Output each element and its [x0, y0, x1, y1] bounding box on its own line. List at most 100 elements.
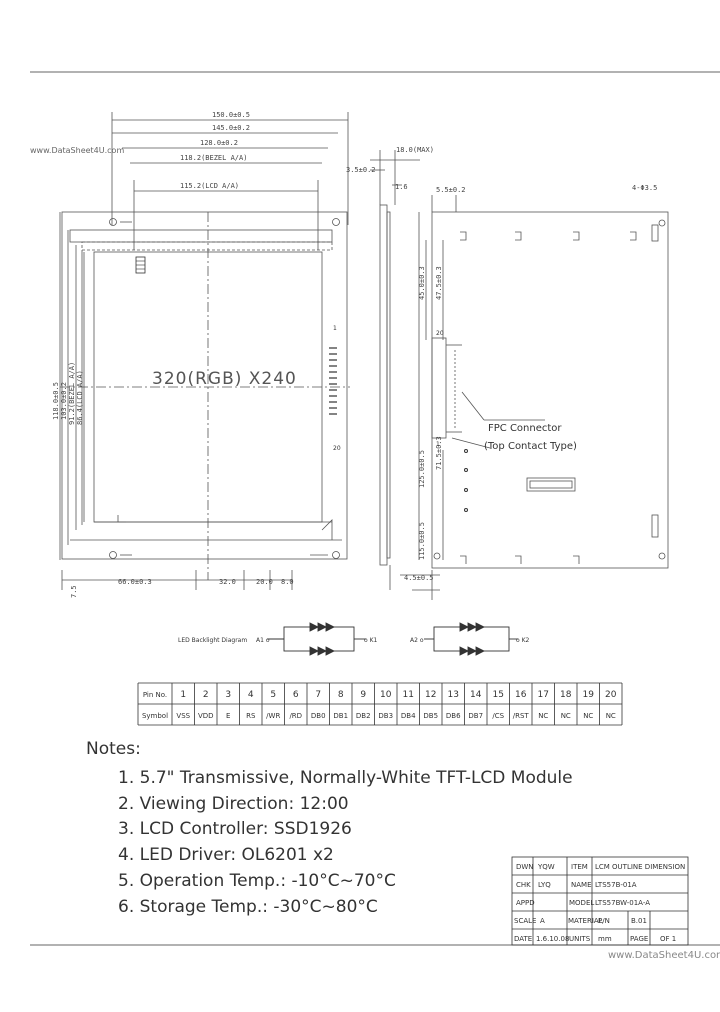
pin-symbol-cell: NC [606, 712, 616, 720]
pin-symbol-cell: E [226, 712, 230, 720]
pin-number-cell: 9 [360, 690, 366, 700]
tb-r4-c5: B.01 [631, 917, 647, 925]
pin-symbol-cell: NC [561, 712, 571, 720]
dim-left-small: 7.5 [70, 585, 78, 598]
pin-number-cell: 17 [538, 690, 549, 700]
pin-number-cell: 3 [225, 690, 231, 700]
tb-r2-c2: LYQ [538, 881, 551, 889]
pin-number-cell: 15 [493, 690, 504, 700]
pin-number-cell: 11 [403, 690, 414, 700]
pin-number-cell: 12 [425, 690, 436, 700]
side-view [370, 150, 440, 590]
rear-vdim-4: 115.0±0.5 [418, 522, 426, 560]
tb-r1-c1: DWN [516, 863, 534, 871]
tb-r5-c1: DATE [514, 935, 532, 943]
led-a2: A2 o [410, 637, 424, 644]
pin-number-cell: 5 [270, 690, 276, 700]
pin-symbol-cell: /WR [266, 712, 280, 720]
pin-number-cell: 8 [338, 690, 344, 700]
dim-viewing-width: 118.2(BEZEL A/A) [180, 154, 247, 162]
pin-number-cell: 20 [605, 690, 617, 700]
fpc-connector-label: FPC Connector [488, 423, 562, 434]
pin-symbol-cell: /RST [513, 712, 530, 720]
tb-r3-c3: MODEL [569, 899, 594, 907]
pin-number-cell: 6 [293, 690, 299, 700]
side-bottom-dim: 4.5±0.5 [404, 574, 434, 582]
note-1: 1. 5.7" Transmissive, Normally-White TFT… [118, 768, 573, 788]
pin-symbol-cell: VDD [198, 712, 214, 720]
rear-view [412, 195, 669, 600]
tb-r5-c4: mm [598, 935, 612, 943]
pin-symbol-cell: NC [583, 712, 593, 720]
tb-r5-c2: 1.6.10.08 [536, 935, 569, 943]
rear-pin-top: 20 [436, 330, 444, 337]
dim-bezel-width: 128.0±0.2 [200, 139, 238, 147]
dim-outer-height: 103.0±0.2 [60, 382, 68, 420]
pin-symbol-cell: DB6 [446, 712, 461, 720]
dim-bottom-right: 20.0 [256, 578, 273, 586]
tb-r5-c6: OF 1 [660, 935, 676, 943]
tb-r4-c4: P/N [598, 917, 610, 925]
pin-symbol-cell: RS [246, 712, 256, 720]
pin-table: Pin No.Symbol1VSS2VDD3E4RS5/WR6/RD7DB08D… [137, 682, 623, 726]
note-4: 4. LED Driver: OL6201 x2 [118, 845, 334, 865]
pin-number-cell: 19 [583, 690, 595, 700]
tb-r3-c4: LTS57BW-01A-A [595, 899, 650, 907]
pin-number-cell: 2 [203, 690, 209, 700]
tb-r1-c3: ITEM [571, 863, 588, 871]
rear-vdim-5: 71.5±0.3 [435, 436, 443, 470]
pin-symbol-cell: DB0 [311, 712, 326, 720]
title-block [511, 856, 689, 946]
pin-symbol-cell: NC [538, 712, 548, 720]
pin-symbol-cell: DB3 [378, 712, 393, 720]
pin-number-cell: 16 [515, 690, 527, 700]
rear-vdim-1: 45.0±0.3 [418, 266, 426, 300]
led-diagram-title: LED Backlight Diagram [178, 637, 247, 644]
notes-title: Notes: [86, 739, 141, 759]
tb-r3-c1: APPD [516, 899, 535, 907]
dim-bottom-small: 8.0 [281, 578, 294, 586]
dim-bottom-left: 66.0±0.3 [118, 578, 152, 586]
tb-r4-c1: SCALE [514, 917, 536, 925]
dim-bottom-mid: 32.0 [219, 578, 236, 586]
front-connector-marker [135, 256, 146, 274]
front-pin-strip [329, 347, 337, 415]
led-a1: A1 o [256, 637, 270, 644]
dim-active-width: 115.2(LCD A/A) [180, 182, 239, 190]
note-2: 2. Viewing Direction: 12:00 [118, 794, 349, 814]
front-pin-first: 1 [333, 325, 337, 332]
tb-r2-c4: LTS57B-01A [595, 881, 637, 889]
side-small-thickness: 1.6 [395, 183, 408, 191]
pin-number-cell: 10 [380, 690, 392, 700]
tb-r1-c4: LCM OUTLINE DIMENSION [595, 863, 685, 871]
rear-offset-top: 5.5±0.2 [436, 186, 466, 194]
pin-number-cell: 14 [470, 690, 482, 700]
note-6: 6. Storage Temp.: -30°C~80°C [118, 897, 378, 917]
rear-hole-spec: 4-Φ3.5 [632, 184, 657, 192]
pin-number-cell: 1 [180, 690, 186, 700]
front-view [59, 112, 350, 590]
led-circuit-2 [424, 622, 518, 656]
dim-outline-width: 150.0±0.5 [212, 111, 250, 119]
pin-symbol-cell: VSS [176, 712, 190, 720]
tb-r2-c3: NAME [571, 881, 592, 889]
rear-vdim-3: 125.0±0.5 [418, 450, 426, 488]
tb-r4-c2: A [540, 917, 545, 925]
dim-outline-height: 118.0±0.5 [52, 382, 60, 420]
pin-number-cell: 13 [448, 690, 459, 700]
fpc-type-label: (Top Contact Type) [484, 441, 577, 452]
pin-number-cell: 7 [315, 690, 321, 700]
pin-table-header-label: Pin No. [143, 691, 167, 699]
rear-pin-markers [464, 449, 468, 512]
pin-symbol-cell: DB5 [423, 712, 438, 720]
dim-outer-width: 145.0±0.2 [212, 124, 250, 132]
note-3: 3. LCD Controller: SSD1926 [118, 819, 352, 839]
tb-r1-c2: YQW [537, 863, 555, 871]
pin-number-cell: 4 [248, 690, 254, 700]
front-pin-last: 20 [333, 445, 341, 452]
led-k2: o K2 [516, 637, 530, 644]
led-circuit-1 [267, 622, 366, 656]
dim-active-height: 86.4(LCD A/A) [76, 370, 84, 425]
pin-symbol-cell: DB4 [401, 712, 416, 720]
